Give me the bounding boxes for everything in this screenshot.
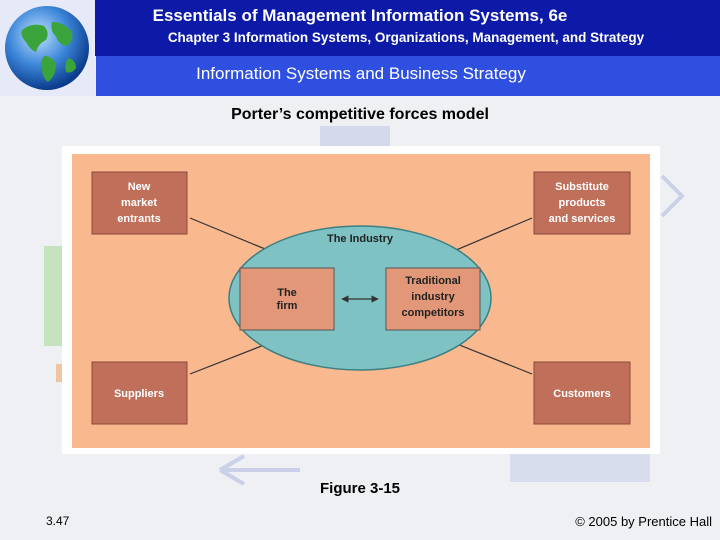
new-entrants-line3: entrants (117, 213, 160, 225)
figure-label: Figure 3-15 (319, 480, 401, 497)
header-bar (0, 0, 720, 56)
course-title: Essentials of Management Information Sys… (152, 6, 568, 25)
competitors-label-line3: competitors (402, 307, 465, 319)
globe-logo (0, 0, 95, 96)
copyright-notice: © 2005 by Prentice Hall (575, 514, 712, 529)
firm-label-line2: firm (277, 300, 298, 312)
new-entrants-box (91, 171, 188, 235)
globe-icon (5, 6, 89, 90)
suppliers-label: Suppliers (114, 388, 164, 400)
new-entrants-line2: market (121, 197, 157, 209)
competitors-box (385, 267, 481, 331)
industry-label: The Industry (327, 233, 394, 245)
porter-diagram: The Industry The firm Traditional indust… (72, 154, 650, 448)
substitutes-line1: Substitute (555, 181, 609, 193)
customers-box (533, 361, 631, 425)
slide-number: 3.47 (46, 514, 70, 528)
new-entrants-line1: New (128, 181, 151, 193)
firm-label-line1: The (277, 287, 297, 299)
slide-caption: Porter’s competitive forces model (231, 106, 489, 123)
section-bar (96, 56, 720, 96)
suppliers-box (91, 361, 188, 425)
figure-panel: The Industry The firm Traditional indust… (62, 146, 660, 454)
firm-box (239, 267, 335, 331)
section-title: Information Systems and Business Strateg… (196, 64, 526, 83)
substitutes-box (533, 171, 631, 235)
substitutes-line3: and services (549, 213, 616, 225)
customers-label: Customers (553, 388, 610, 400)
competitors-label-line2: industry (411, 291, 455, 303)
chapter-subtitle: Chapter 3 Information Systems, Organizat… (167, 30, 645, 45)
competitors-label-line1: Traditional (405, 275, 461, 287)
substitutes-line2: products (558, 197, 605, 209)
